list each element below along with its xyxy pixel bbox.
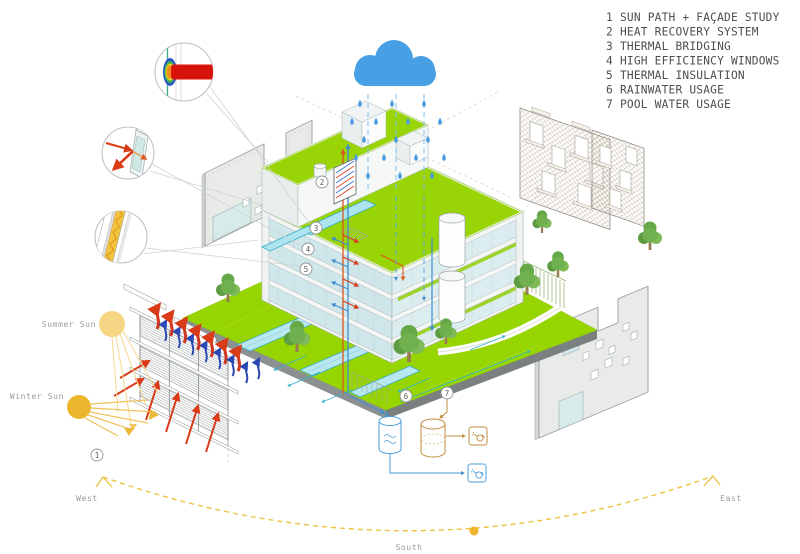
legend-item-label: SUN PATH + FAÇADE STUDY <box>620 11 780 24</box>
marker-badge-7: 7 <box>440 386 454 400</box>
legend-item-label: RAINWATER USAGE <box>620 84 724 97</box>
front-fence <box>351 371 393 404</box>
legend-item-num: 2 <box>606 26 613 39</box>
compass-east-label: East <box>720 494 742 503</box>
summer-sun-label: Summer Sun <box>42 320 96 329</box>
pool-water-tank <box>420 399 448 458</box>
heat-recovery-unit <box>333 157 357 205</box>
svg-text:2: 2 <box>320 178 325 187</box>
svg-text:7: 7 <box>445 389 450 398</box>
pool-fill-icon-box <box>468 426 488 446</box>
legend-item-num: 4 <box>606 55 613 68</box>
svg-text:4: 4 <box>306 245 311 254</box>
roof-stair <box>339 226 369 242</box>
stack-ventilation-arrows <box>147 302 261 384</box>
detail-insulation <box>94 210 148 264</box>
marker-badge-4: 4 <box>301 242 315 256</box>
marker-badge-3: 3 <box>309 221 323 235</box>
winter-sun-label: Winter Sun <box>10 392 64 401</box>
legend-item-num: 7 <box>606 98 613 111</box>
winter-sun-rays <box>84 399 157 437</box>
legend-item-num: 5 <box>606 69 613 82</box>
legend-item-num: 1 <box>606 11 613 24</box>
legend-item-label: HIGH EFFICIENCY WINDOWS <box>620 55 780 68</box>
detail-thermal-bridge <box>154 42 214 102</box>
arc-arrowhead-west <box>95 475 113 488</box>
legend-item-label: THERMAL INSULATION <box>620 69 745 82</box>
winter-ray-arrowhead <box>124 428 134 436</box>
legend-item-label: THERMAL BRIDGING <box>620 40 731 53</box>
winter-ray-arrowhead <box>149 409 159 420</box>
legend: 1 SUN PATH + FAÇADE STUDY 2 HEAT RECOVER… <box>606 11 780 111</box>
legend-item-label: HEAT RECOVERY SYSTEM <box>620 26 759 39</box>
roof-vent-cylinder <box>313 163 327 178</box>
marker-badge-2: 2 <box>315 175 329 189</box>
detail-leader-lines <box>142 86 311 267</box>
facade-study-panel <box>113 283 261 455</box>
services <box>330 143 406 414</box>
compass-west-label: West <box>76 494 98 503</box>
building-face-southwest <box>261 209 393 364</box>
water-reuse-system <box>378 399 488 483</box>
legend-item-label: POOL WATER USAGE <box>620 98 731 111</box>
solar-gain-arrows <box>113 359 221 453</box>
legend-item-num: 6 <box>606 84 613 97</box>
summer-ray-arrowhead <box>129 424 137 431</box>
raindrops <box>350 99 446 179</box>
arc-arrowhead-east <box>703 474 721 487</box>
irrigation-arrows <box>273 335 531 403</box>
marker-badge-1: 1 <box>90 448 104 462</box>
sun-path-arc: West East South <box>76 474 742 552</box>
cloud-icon <box>354 40 436 86</box>
legend-item-num: 3 <box>606 40 613 53</box>
summer-sun-rays <box>111 330 159 425</box>
compass-south-label: South <box>395 543 422 552</box>
svg-text:6: 6 <box>404 392 409 401</box>
winter-sun-icon <box>67 395 91 419</box>
facade-screen-northeast <box>519 106 645 230</box>
svg-text:5: 5 <box>304 265 309 274</box>
irrigation-icon-box <box>467 463 487 483</box>
water-cylinder-tank <box>438 212 466 324</box>
rain-system <box>350 40 446 332</box>
marker-badge-5: 5 <box>299 262 313 276</box>
sun-position-dot <box>469 526 479 536</box>
rainwater-collection-lines <box>393 196 435 332</box>
svg-text:3: 3 <box>314 224 319 233</box>
marker-badge-6: 6 <box>399 389 413 403</box>
numbered-markers: 1 2 3 4 5 6 7 <box>90 175 454 462</box>
svg-text:1: 1 <box>95 451 100 460</box>
sun-path-study: Summer Sun Winter Sun <box>10 311 159 437</box>
rainwater-tank <box>378 410 402 454</box>
summer-sun-icon <box>99 311 125 337</box>
detail-efficient-window <box>101 126 155 180</box>
